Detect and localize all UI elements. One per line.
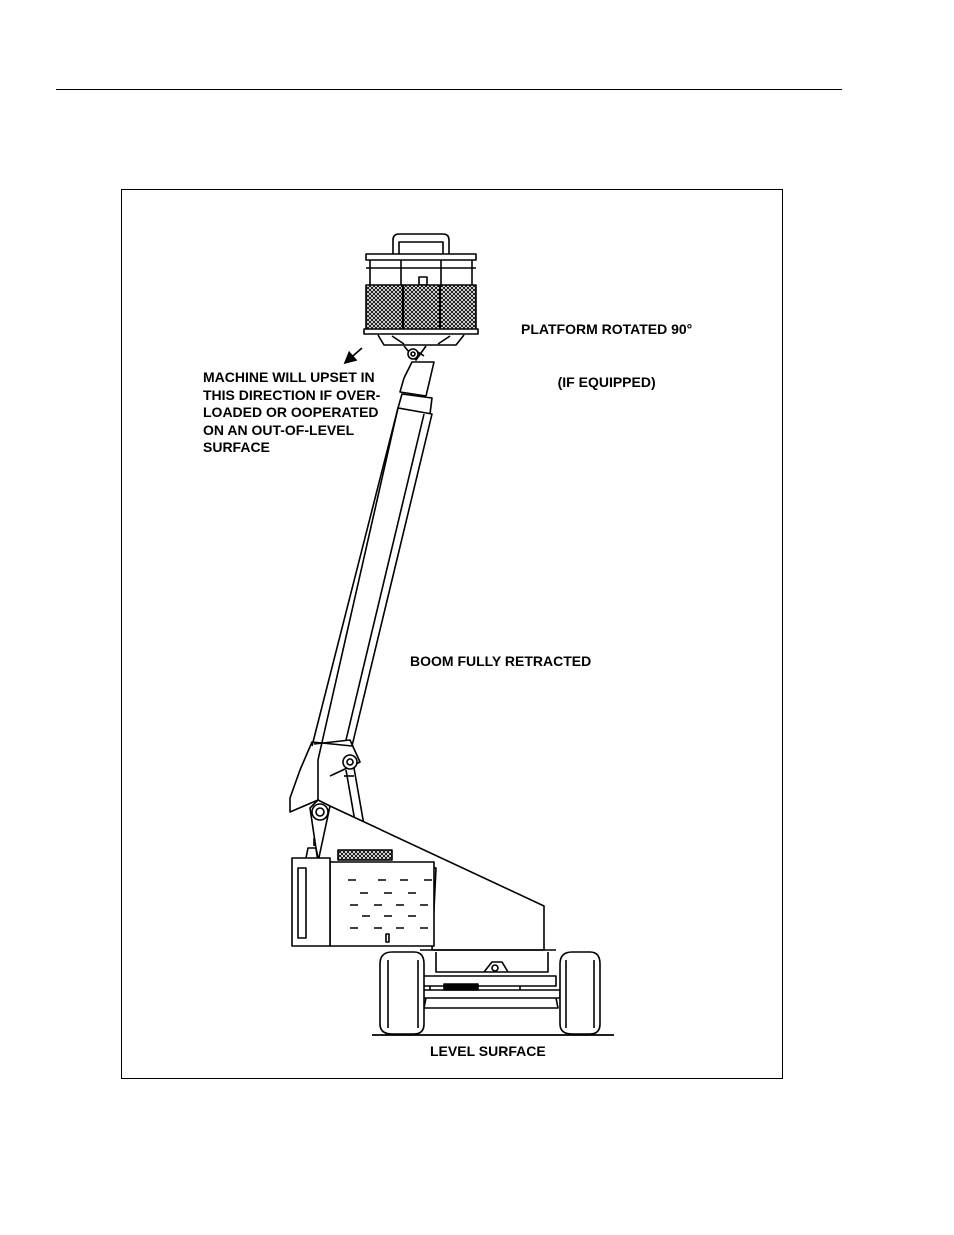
right-wheel: [560, 952, 600, 1034]
platform-rotated-line1: PLATFORM ROTATED 90°: [521, 321, 692, 339]
engine-compartment: [330, 862, 434, 946]
chassis: [420, 950, 560, 1008]
boom-jib: [398, 362, 434, 414]
platform-rotated-line2: (IF EQUIPPED): [521, 374, 692, 392]
platform-rotator: [404, 346, 426, 360]
platform-basket: [364, 234, 478, 345]
main-boom: [290, 408, 432, 812]
level-surface-label: LEVEL SURFACE: [430, 1043, 546, 1061]
platform-rotated-label: PLATFORM ROTATED 90° (IF EQUIPPED): [521, 286, 692, 409]
upset-direction-arrow: [346, 348, 362, 362]
upset-warning-label: MACHINE WILL UPSET IN THIS DIRECTION IF …: [203, 369, 380, 457]
left-wheel: [380, 952, 424, 1034]
boom-retracted-label: BOOM FULLY RETRACTED: [410, 653, 591, 671]
